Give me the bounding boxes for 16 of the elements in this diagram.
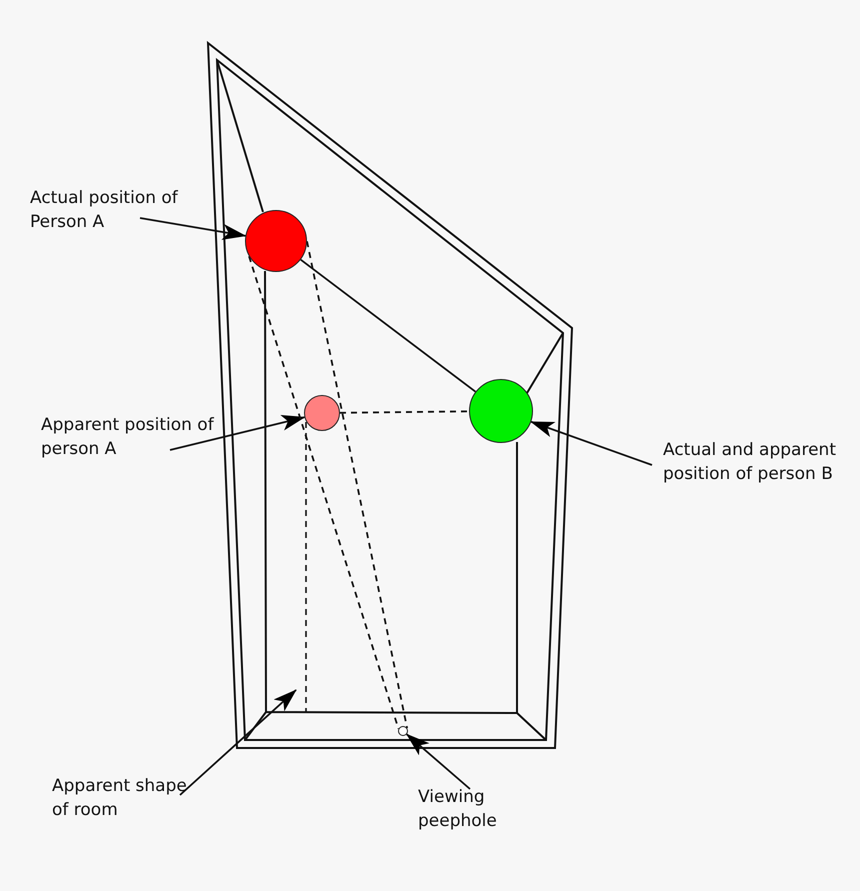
callout-text: Actual and apparent position of person B <box>663 439 837 486</box>
callout-text: Apparent position of person A <box>41 414 215 461</box>
leader-arrow <box>530 420 652 466</box>
person-a-apparent-circle <box>304 395 340 431</box>
connector-line <box>300 258 476 392</box>
leader-arrow <box>179 689 297 796</box>
leader-arrow <box>406 734 471 790</box>
leader-arrow <box>140 217 246 240</box>
callout-text: Apparent shape of room <box>52 775 188 822</box>
callout-text: Viewing peephole <box>418 786 498 833</box>
sight-line <box>340 410 469 414</box>
sight-line <box>306 241 408 728</box>
sight-line <box>248 256 400 730</box>
peephole-circle <box>398 726 408 736</box>
leader-arrow <box>170 414 306 451</box>
callout-text: Actual position of Person A <box>30 187 179 234</box>
